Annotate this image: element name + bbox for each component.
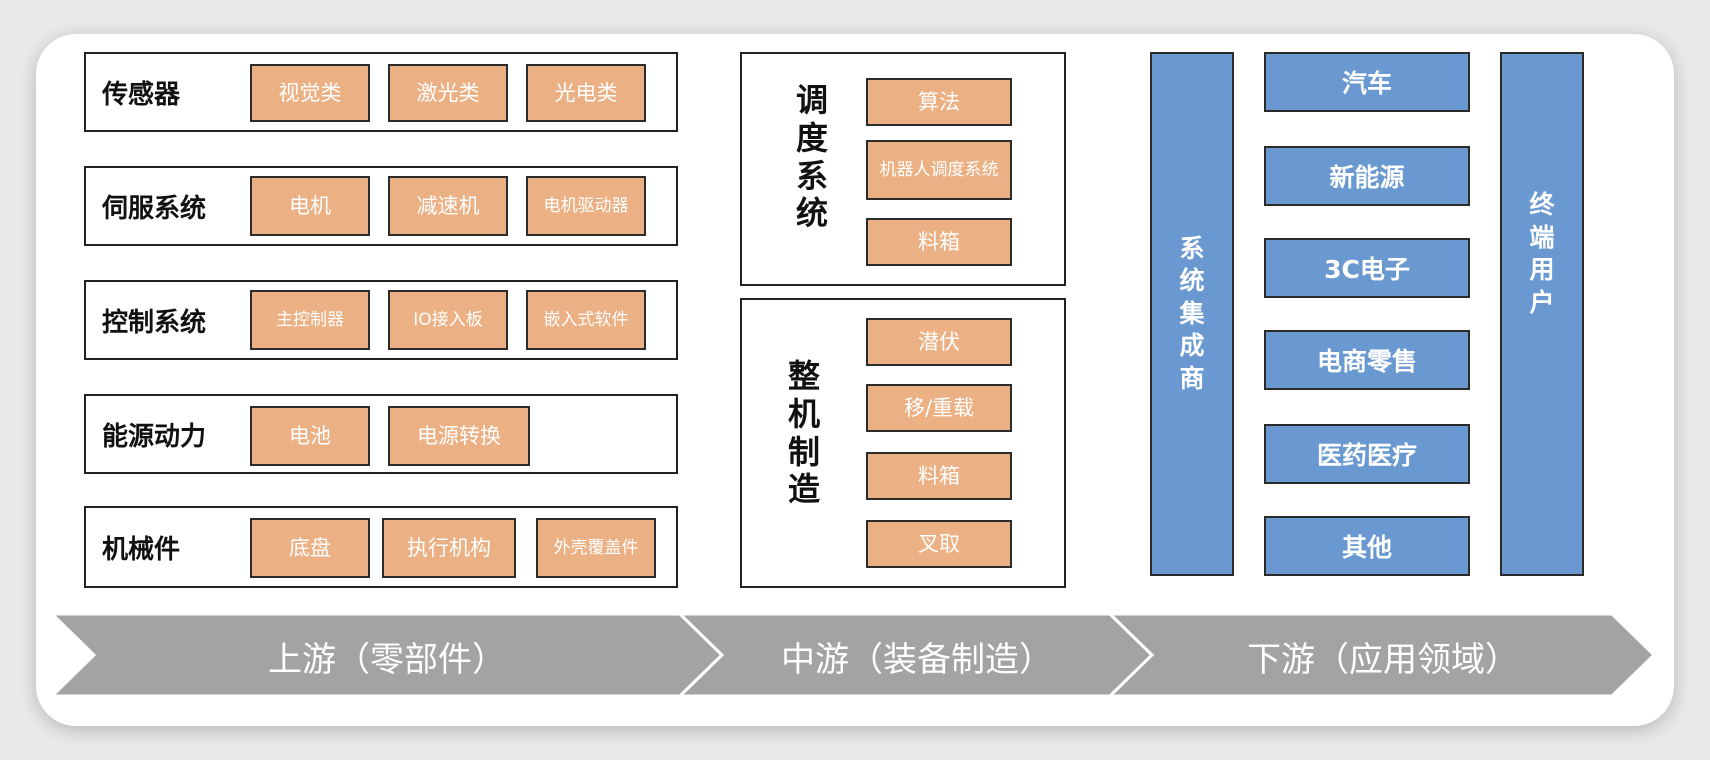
row-label: 伺服系统	[102, 193, 207, 224]
tag-io-board: IO接入板	[388, 290, 508, 350]
tag-battery: 电池	[250, 406, 370, 466]
row-label: 控制系统	[102, 307, 207, 338]
stage-label-upstream: 上游（零部件）	[268, 639, 506, 680]
tag-vision: 视觉类	[250, 64, 370, 122]
scheduling-label: 调 度 系 统	[795, 81, 828, 233]
end-user-column: 终 端 用 户	[1500, 52, 1584, 576]
tag-latent: 潜伏	[866, 318, 1012, 366]
industry-medical: 医药医疗	[1264, 424, 1470, 484]
upstream-row-sensors: 传感器 视觉类 激光类 光电类	[84, 52, 678, 132]
upstream-row-power: 能源动力 电池 电源转换	[84, 394, 678, 474]
upstream-row-servo: 伺服系统 电机 减速机 电机驱动器	[84, 166, 678, 246]
tag-photoelectric: 光电类	[526, 64, 646, 122]
manufacturing-label: 整 机 制 造	[787, 357, 820, 509]
industry-ecommerce: 电商零售	[1264, 330, 1470, 390]
tag-motor: 电机	[250, 176, 370, 236]
tag-actuator: 执行机构	[382, 518, 516, 578]
tag-algorithm: 算法	[866, 78, 1012, 126]
tag-robot-scheduling: 机器人调度系统	[866, 140, 1012, 200]
tag-motor-driver: 电机驱动器	[526, 176, 646, 236]
upstream-row-mechanical: 机械件 底盘 执行机构 外壳覆盖件	[84, 506, 678, 588]
stage-label-downstream: 下游（应用领域）	[1247, 639, 1519, 680]
arrow-downstream	[1106, 612, 1657, 698]
tag-reducer: 减速机	[388, 176, 508, 236]
tag-bin-scheduling: 料箱	[866, 218, 1012, 266]
tag-laser: 激光类	[388, 64, 508, 122]
industry-3c-electronics: 3C电子	[1264, 238, 1470, 298]
tag-main-controller: 主控制器	[250, 290, 370, 350]
tag-fork: 叉取	[866, 520, 1012, 568]
row-label: 能源动力	[102, 421, 207, 452]
stage-label-midstream: 中游（装备制造）	[781, 639, 1053, 680]
midstream-manufacturing-box: 整 机 制 造 潜伏 移/重载 料箱 叉取	[740, 298, 1066, 588]
industry-auto: 汽车	[1264, 52, 1470, 112]
system-integrator-label: 系 统 集 成 商	[1179, 233, 1205, 393]
tag-heavy-load: 移/重载	[866, 384, 1012, 432]
tag-housing: 外壳覆盖件	[536, 518, 656, 578]
midstream-scheduling-box: 调 度 系 统 算法 机器人调度系统 料箱	[740, 52, 1066, 286]
row-label: 传感器	[102, 79, 181, 110]
tag-power-conversion: 电源转换	[388, 406, 530, 466]
industry-other: 其他	[1264, 516, 1470, 576]
tag-chassis: 底盘	[250, 518, 370, 578]
industry-new-energy: 新能源	[1264, 146, 1470, 206]
tag-embedded-software: 嵌入式软件	[526, 290, 646, 350]
end-user-label: 终 端 用 户	[1529, 190, 1555, 317]
upstream-row-control: 控制系统 主控制器 IO接入板 嵌入式软件	[84, 280, 678, 360]
row-label: 机械件	[102, 534, 181, 565]
system-integrator-column: 系 统 集 成 商	[1150, 52, 1234, 576]
tag-bin-manufacturing: 料箱	[866, 452, 1012, 500]
